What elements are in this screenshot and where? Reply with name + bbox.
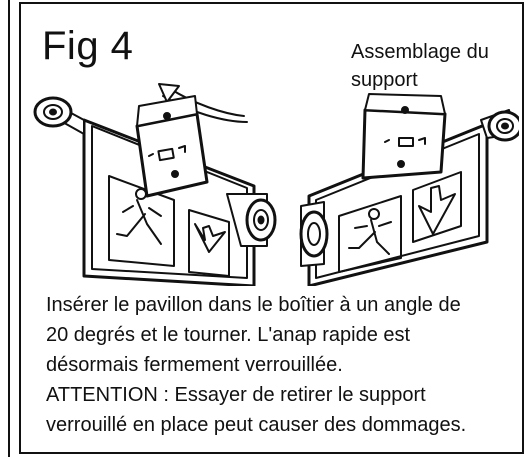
mount-knob-right xyxy=(226,193,277,247)
mounting-plate-right xyxy=(361,93,447,180)
down-arrow-icon xyxy=(188,209,230,277)
mount-knob-left xyxy=(299,201,329,267)
page-edge-divider xyxy=(0,0,10,457)
mount-knob-left xyxy=(33,96,73,128)
instruction-line: Insérer le pavillon dans le boîtier à un… xyxy=(46,294,461,316)
exit-sign-left xyxy=(33,95,277,286)
assembly-instructions: Insérer le pavillon dans le boîtier à un… xyxy=(46,290,522,440)
figure-panel: Fig 4 Assemblage du support xyxy=(19,2,524,454)
warning-line: verrouillé en place peut causer des domm… xyxy=(46,414,467,436)
figure-title: Fig 4 xyxy=(42,24,134,68)
running-person-icon xyxy=(338,195,402,273)
caption-line: Assemblage du xyxy=(351,41,489,63)
instruction-line: désormais fermement verrouillée. xyxy=(46,354,343,376)
down-arrow-icon xyxy=(412,171,462,243)
figure-caption: Assemblage du support xyxy=(351,38,521,94)
exit-sign-right xyxy=(299,93,519,286)
warning-line: ATTENTION : Essayer de retirer le suppor… xyxy=(46,384,426,406)
mount-knob-right xyxy=(480,109,519,142)
mounting-plate-left xyxy=(135,95,209,198)
instruction-line: 20 degrés et le tourner. L'anap rapide e… xyxy=(46,324,411,346)
assembly-illustration xyxy=(33,83,519,286)
caption-line: support xyxy=(351,69,418,91)
